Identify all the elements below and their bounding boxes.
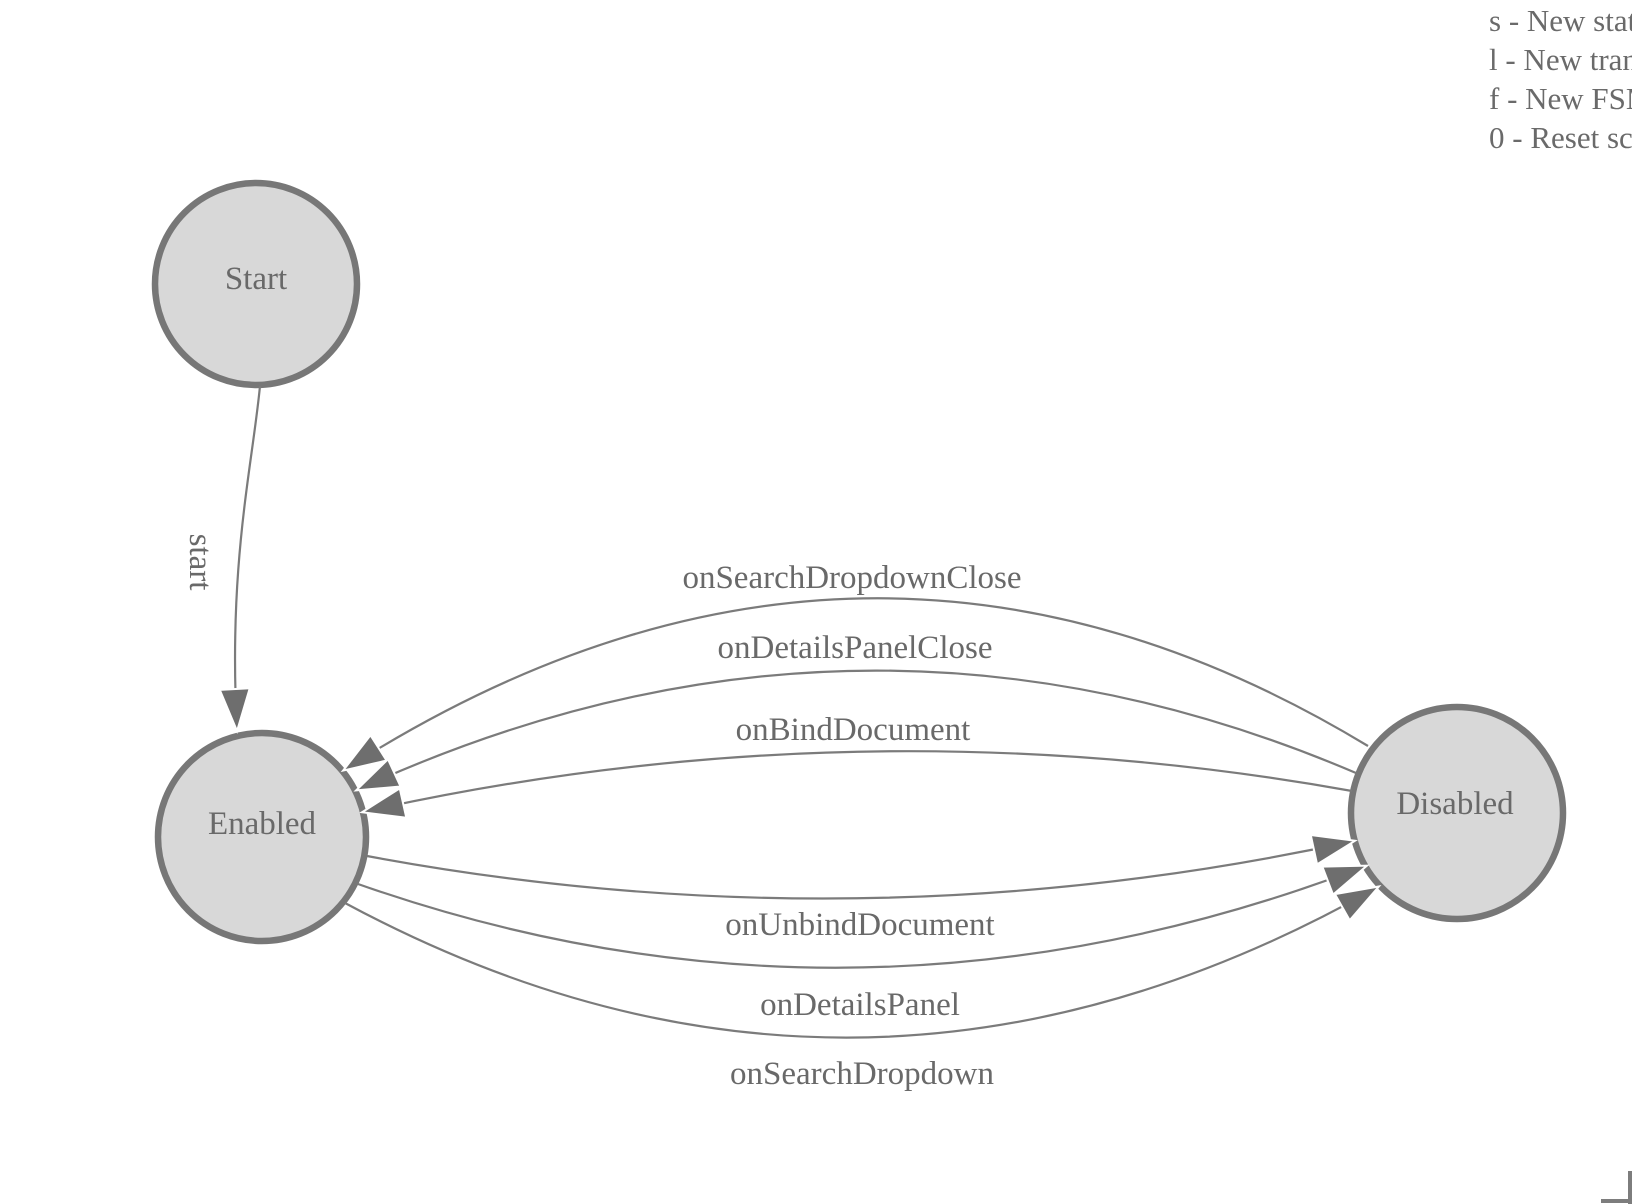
legend-line-new-state: s - New state [1489,3,1632,38]
transition-on-unbind-document-label: onUnbindDocument [725,907,994,943]
transition-on-bind-document-line[interactable] [359,750,1353,819]
state-label-disabled: Disabled [1396,786,1514,822]
transition-on-search-dropdown-close-line[interactable] [340,597,1369,773]
transition-on-details-panel-line[interactable] [357,864,1370,969]
state-circle-enabled[interactable] [154,729,370,945]
transition-on-unbind-document[interactable]: onUnbindDocument [366,833,1358,943]
transition-on-details-panel[interactable]: onDetailsPanel [357,864,1370,1023]
transition-start[interactable]: start [182,385,262,734]
transition-on-details-panel-label: onDetailsPanel [760,987,960,1023]
state-node-disabled[interactable]: Disabled [1347,703,1567,923]
transition-start-line[interactable] [218,385,262,734]
transition-on-search-dropdown-close[interactable]: onSearchDropdownClose [340,560,1369,773]
transition-on-search-dropdown-label: onSearchDropdown [730,1056,994,1092]
state-node-enabled[interactable]: Enabled [154,729,370,945]
state-circle-start[interactable] [151,179,361,389]
transition-on-details-panel-close-label: onDetailsPanelClose [718,630,993,666]
transition-on-search-dropdown-line[interactable] [344,885,1382,1039]
legend-line-reset: 0 - Reset scale [1489,120,1632,155]
transition-on-details-panel-close[interactable]: onDetailsPanelClose [353,630,1357,792]
state-node-start[interactable]: Start [151,179,361,389]
transition-start-label: start [182,534,218,591]
transition-on-unbind-document-line[interactable] [366,833,1358,900]
paper-corner-mark [1601,1171,1632,1204]
transition-on-bind-document[interactable]: onBindDocument [359,712,1353,819]
transition-on-search-dropdown-close-label: onSearchDropdownClose [682,560,1021,596]
transition-on-search-dropdown[interactable]: onSearchDropdown [344,885,1382,1092]
transition-on-bind-document-label: onBindDocument [736,712,971,748]
transition-on-details-panel-close-line[interactable] [353,669,1357,792]
state-circle-disabled[interactable] [1347,703,1567,923]
legend-line-new-fsm: f - New FSM [1489,81,1632,116]
state-label-enabled: Enabled [208,806,317,842]
shortcut-legend: s - New state l - New transition f - New… [1489,1,1632,157]
state-label-start: Start [225,261,287,297]
legend-line-new-transition: l - New transition [1489,42,1632,77]
